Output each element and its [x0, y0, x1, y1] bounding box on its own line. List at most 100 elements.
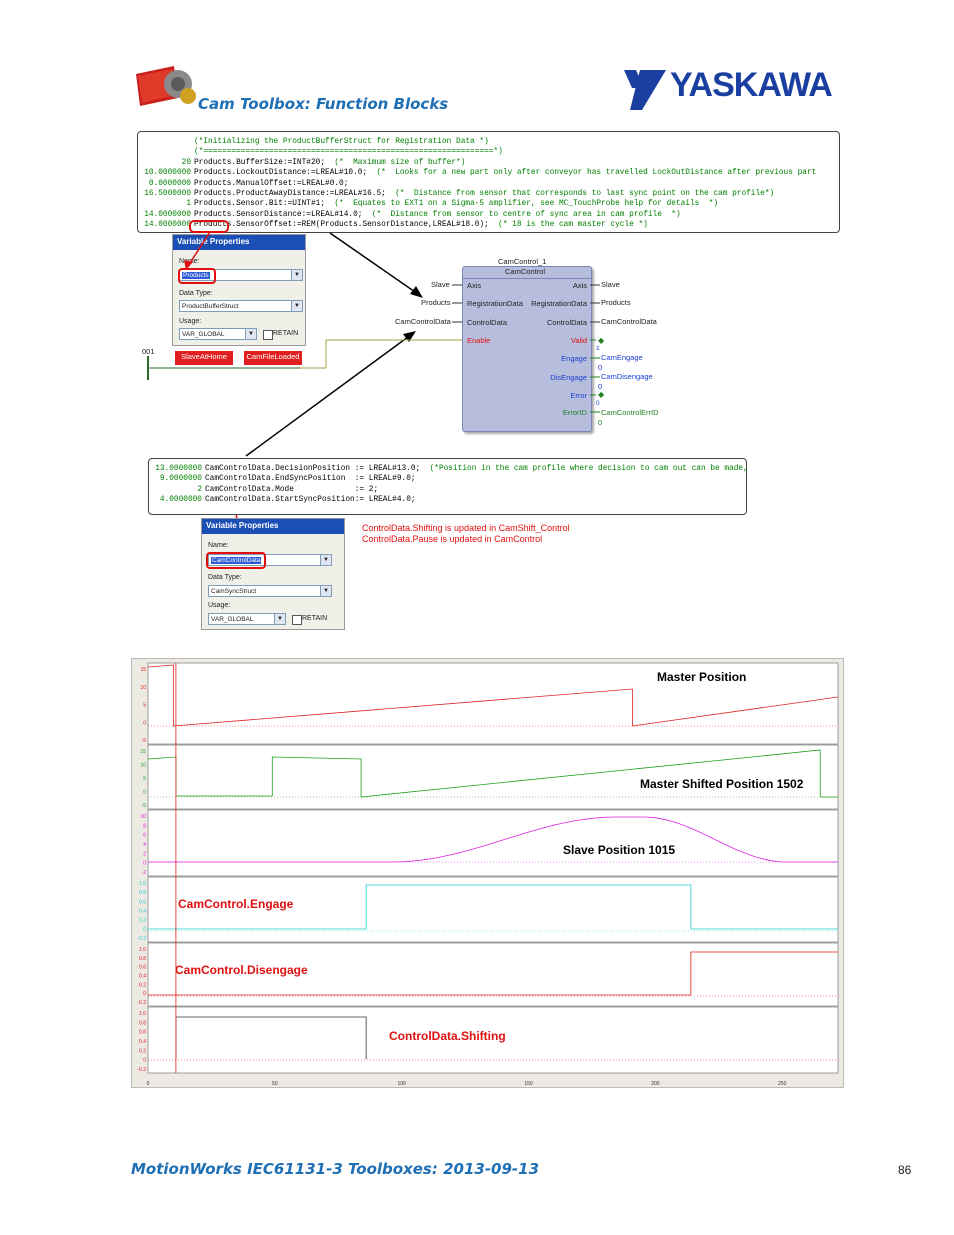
y-tick-label: 0	[143, 927, 146, 933]
panel-label: Master Position	[657, 670, 746, 684]
line-text: Products.SensorOffset:=REM(Products.Sens…	[194, 220, 648, 230]
master-position-line	[147, 664, 839, 727]
camcontrol-function-block[interactable]: CamControl Axis RegistrationData Control…	[462, 266, 592, 432]
line-text: Products.ProductAwayDistance:=LREAL#16.5…	[194, 189, 774, 199]
chevron-down-icon[interactable]: ▼	[274, 614, 285, 624]
line-text: CamControlData.DecisionPosition := LREAL…	[205, 464, 748, 474]
line-text: (*======================================…	[194, 147, 503, 157]
footer-title: MotionWorks IEC61131-3 Toolboxes: 2013-0…	[131, 1160, 540, 1178]
y-tick-label: 0	[143, 1058, 146, 1064]
y-tick-label: 1.0	[139, 947, 146, 953]
y-tick-label: 15	[140, 749, 146, 755]
y-tick-label: 0.6	[139, 1030, 146, 1036]
chevron-down-icon[interactable]: ▼	[320, 586, 331, 596]
contact-slaveathome[interactable]: SlaveAtHome	[175, 351, 233, 365]
chevron-down-icon[interactable]: ▼	[291, 270, 302, 280]
pin-out-controldata: ControlData	[546, 318, 587, 327]
variable-properties-dialog-products: Variable Properties Name: Products ▼ Dat…	[172, 234, 306, 346]
code-line: (*Initializing the ProductBufferStruct f…	[140, 137, 837, 147]
retain-label: RETAIN	[302, 615, 328, 622]
line-value: 4.0000000	[159, 496, 202, 505]
y-tick-label: -2	[142, 870, 147, 876]
y-tick-label: 8	[143, 823, 146, 829]
out-var-products: Products	[601, 298, 631, 307]
line-value: 13.0000000	[155, 465, 202, 473]
errorid-value: 0	[598, 418, 603, 427]
page-number: 86	[898, 1163, 912, 1177]
retain-checkbox[interactable]	[263, 330, 273, 340]
panel-label: CamControl.Engage	[178, 897, 294, 911]
data-type-field[interactable]: CamSyncStruct ▼	[208, 585, 332, 597]
comment-text: (* Distance from sensor to centre of syn…	[371, 210, 681, 219]
usage-field[interactable]: VAR_GLOBAL ▼	[179, 328, 257, 340]
code-text: Products.SensorOffset:=REM(Products.Sens…	[194, 221, 489, 230]
x-tick-label: 0	[147, 1081, 150, 1087]
y-tick-label: 0	[143, 790, 146, 796]
engage-value: 0	[598, 363, 603, 372]
pin-out-engage: Engage	[561, 354, 587, 363]
y-tick-label: 0.6	[139, 965, 146, 971]
code-text: Products.ProductAwayDistance:=LREAL#16.5…	[194, 189, 386, 198]
contact-camfileloaded[interactable]: CamFileLoaded	[244, 351, 302, 365]
error-value: 0	[596, 400, 600, 407]
y-tick-label: 10	[140, 763, 146, 769]
comment-text: (* Looks for a new part only after conve…	[376, 169, 817, 178]
y-tick-label: 1.0	[139, 881, 146, 887]
y-tick-label: 4	[143, 842, 146, 848]
fb-type: CamControl	[505, 267, 546, 276]
data-type-field[interactable]: ProductBufferStruct ▼	[179, 300, 303, 312]
chevron-down-icon[interactable]: ▼	[320, 555, 331, 565]
code-text: CamControlData.DecisionPosition := LREAL…	[205, 465, 421, 473]
out-var-slave: Slave	[601, 280, 620, 289]
note-line-1: ControlData.Shifting is updated in CamSh…	[362, 523, 570, 533]
code-text: CamControlData.Mode := 2;	[205, 485, 379, 494]
out-var-camengage: CamEngage	[601, 353, 643, 362]
line-value: 1	[186, 200, 191, 209]
usage-value: VAR_GLOBAL	[182, 331, 225, 338]
y-tick-label: 0.2	[139, 918, 146, 924]
line-text: Products.SensorDistance:=LREAL#14.0; (* …	[194, 210, 681, 220]
chevron-down-icon[interactable]: ▼	[291, 301, 302, 311]
line-value: 10.0000000	[144, 169, 191, 178]
pin-out-valid: Valid	[570, 336, 587, 345]
panel-label: Master Shifted Position 1502	[640, 777, 804, 791]
y-tick-label: 0.2	[139, 1048, 146, 1054]
name-field[interactable]: CamControlData ▼	[208, 554, 332, 566]
in-var-products: Products	[421, 298, 451, 307]
disengage-value: 0	[598, 382, 603, 391]
y-tick-label: 0.8	[139, 956, 146, 962]
code-block-products: (*Initializing the ProductBufferStruct f…	[137, 131, 840, 233]
trace-panel	[147, 942, 839, 1007]
data-type-value: CamSyncStruct	[211, 588, 257, 595]
usage-field[interactable]: VAR_GLOBAL ▼	[208, 613, 286, 625]
y-tick-label: -0.2	[137, 1000, 146, 1006]
comment-text: (*======================================…	[194, 148, 503, 157]
diagram-arrows	[147, 220, 466, 557]
y-tick-label: 2	[143, 851, 146, 857]
trace-panel	[147, 1006, 839, 1074]
chevron-down-icon[interactable]: ▼	[245, 329, 256, 339]
name-value: Products	[182, 272, 210, 279]
retain-checkbox[interactable]	[292, 615, 302, 625]
line-value: 16.5000000	[144, 189, 191, 198]
y-tick-label: 15	[140, 667, 146, 673]
usage-label: Usage:	[179, 318, 202, 325]
variable-properties-dialog-camcontroldata: Variable Properties Name: CamControlData…	[201, 518, 345, 630]
comment-text: (* Distance from sensor that corresponds…	[395, 189, 775, 198]
name-field[interactable]: Products ▼	[179, 269, 303, 281]
out-var-camdisengage: CamDisengage	[601, 372, 653, 381]
in-var-slave: Slave	[431, 280, 450, 289]
code-text: Products.LockoutDistance:=LREAL#10.0;	[194, 169, 368, 178]
line-text: CamControlData.EndSyncPosition := LREAL#…	[205, 474, 416, 484]
y-tick-label: 0.8	[139, 1020, 146, 1026]
y-tick-label: -0.2	[137, 1067, 146, 1073]
error-output-marker: ◆	[598, 390, 605, 399]
highlight-ring	[178, 268, 216, 284]
